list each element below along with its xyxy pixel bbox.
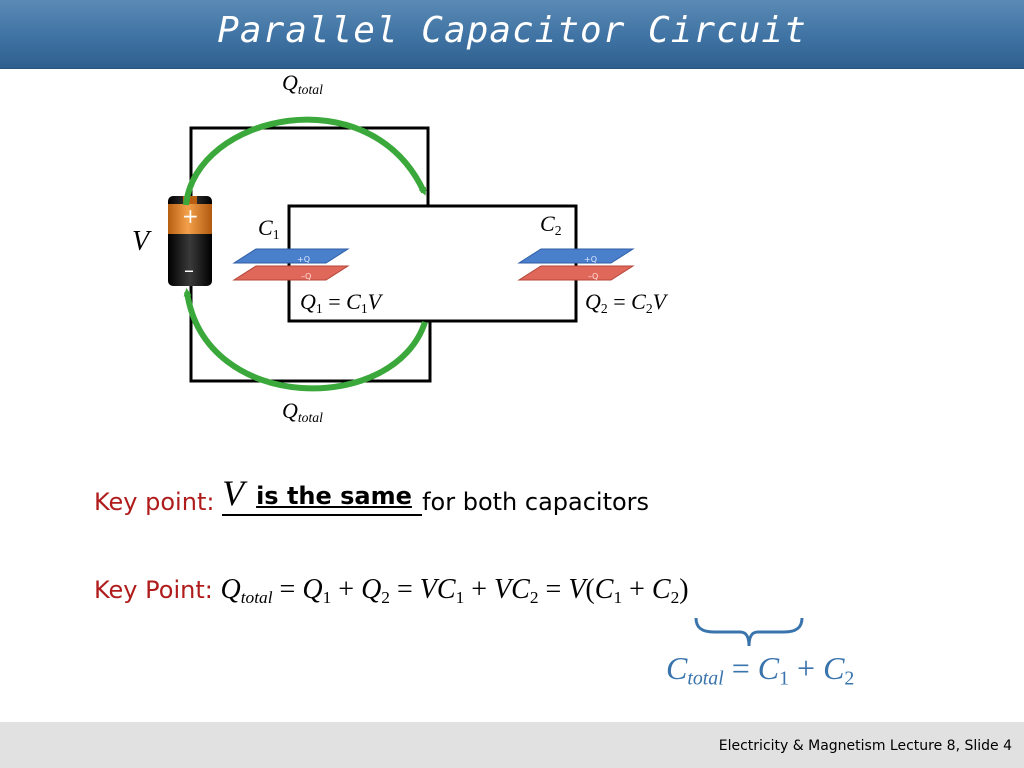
c2-plate-plus: +Q xyxy=(584,255,597,264)
capacitor-c1 xyxy=(232,248,350,281)
blank-answer-text: is the same xyxy=(256,482,412,510)
total-charge-equation: Qtotal = Q1 + Q2 = VC1 + VC2 = V(C1 + C2… xyxy=(220,574,689,607)
q2-equation: Q2 = C2V xyxy=(585,289,667,316)
battery-plus: + xyxy=(182,204,199,228)
charge-arrow-top xyxy=(183,116,427,206)
c2-label: C2 xyxy=(540,211,562,238)
capacitor-c2 xyxy=(517,248,635,281)
c1-plate-minus: –Q xyxy=(301,272,312,281)
wires xyxy=(189,126,578,383)
key-point-1-label: Key point: xyxy=(94,488,215,516)
c2-plate-minus: –Q xyxy=(588,272,599,281)
c1-label: C1 xyxy=(258,215,280,242)
key-point-2: Key Point: Qtotal = Q1 + Q2 = VC1 + VC2 … xyxy=(94,574,689,608)
blank-answer-v: V xyxy=(222,473,245,513)
battery xyxy=(168,196,212,286)
key-point-1: Key point: V is the same for both capaci… xyxy=(94,473,650,516)
q1-equation: Q1 = C1V xyxy=(300,289,382,316)
circuit-diagram xyxy=(168,116,635,392)
q-total-top-label: Qtotal xyxy=(282,70,323,97)
slide-title: Parallel Capacitor Circuit xyxy=(217,10,807,51)
c1-plate-plus: +Q xyxy=(297,255,310,264)
key-point-2-label: Key Point: xyxy=(94,576,213,604)
charge-arrow-bottom xyxy=(183,288,428,392)
key-point-1-tail: for both capacitors xyxy=(422,488,650,516)
footer-bar: Electricity & Magnetism Lecture 8, Slide… xyxy=(0,722,1024,768)
battery-minus: – xyxy=(184,258,194,282)
battery-voltage-label: V xyxy=(132,226,150,257)
q-total-bottom-label: Qtotal xyxy=(282,398,323,425)
brace-icon xyxy=(694,617,804,647)
footer-text: Electricity & Magnetism Lecture 8, Slide… xyxy=(718,738,1012,754)
title-bar: Parallel Capacitor Circuit xyxy=(0,0,1024,69)
fill-in-blank: V is the same xyxy=(222,473,423,516)
total-capacitance-result: Ctotal = C1 + C2 xyxy=(666,650,855,690)
